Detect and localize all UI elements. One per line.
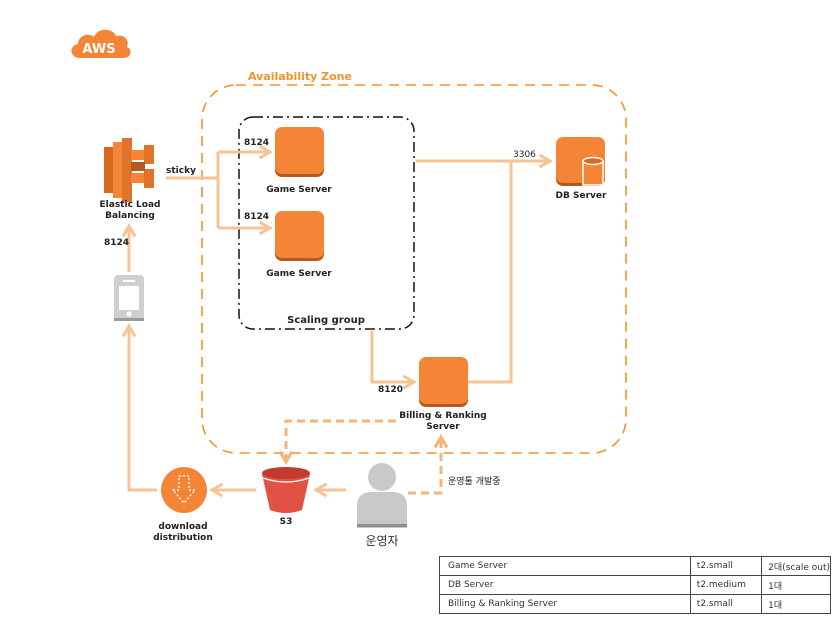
billing-label-line1: Billing & Ranking xyxy=(399,411,487,421)
game-server-2-label: Game Server xyxy=(266,269,332,279)
db-server-node[interactable]: DB Server xyxy=(556,137,607,201)
edge-label-db-port: 3306 xyxy=(513,150,536,160)
phone-speaker xyxy=(123,280,135,282)
game-server-1-node[interactable]: Game Server xyxy=(266,127,332,195)
mobile-client-node[interactable] xyxy=(114,275,144,321)
scaling-group-boundary xyxy=(238,116,415,330)
download-circle xyxy=(161,467,207,513)
elb-label-line2: Balancing xyxy=(105,211,155,221)
s3-bucket-icon xyxy=(262,474,310,513)
phone-screen xyxy=(119,286,139,310)
game-server-1-label: Game Server xyxy=(266,185,332,195)
ec2-instance-icon xyxy=(275,211,324,258)
scaling-group-label: Scaling group xyxy=(287,315,365,326)
server-name-cell: Billing & Ranking Server xyxy=(439,594,691,614)
availability-zone-boundary xyxy=(201,84,627,454)
game-server-2-node[interactable]: Game Server xyxy=(266,211,332,279)
user-icon xyxy=(357,463,407,528)
edge-label-client-port: 8124 xyxy=(104,238,129,248)
s3-bucket-band xyxy=(262,477,310,483)
edge-label-gs1-port: 8124 xyxy=(244,138,269,148)
billing-ranking-server-node[interactable]: Billing & Ranking Server xyxy=(399,357,487,432)
database-icon xyxy=(582,156,604,186)
arrow-operator-to-billing-dashed xyxy=(408,433,449,495)
edge-label-billing-port: 8120 xyxy=(378,385,403,395)
elb-label-line1: Elastic Load xyxy=(100,200,161,210)
aws-logo-text: AWS xyxy=(82,42,115,57)
operator-label: 운영자 xyxy=(365,534,398,548)
s3-node[interactable]: S3 xyxy=(262,467,310,527)
instance-type-cell: t2.small xyxy=(689,556,763,576)
server-name-cell: DB Server xyxy=(439,575,691,595)
operator-node[interactable]: 운영자 xyxy=(357,463,407,548)
server-spec-table: Game Server t2.small 2대(scale out) DB Se… xyxy=(439,556,831,614)
connector-billing-to-db xyxy=(468,161,513,384)
aws-logo: AWS xyxy=(71,29,131,58)
cloud-icon xyxy=(71,29,131,58)
table-row: DB Server t2.medium 1대 xyxy=(439,575,831,595)
db-server-label: DB Server xyxy=(556,191,607,201)
server-name-cell: Game Server xyxy=(439,556,691,576)
arrow-download-to-client xyxy=(121,322,157,492)
s3-label: S3 xyxy=(280,517,293,527)
arrow-billing-to-s3-dashed xyxy=(278,419,396,466)
download-label-line1: download xyxy=(158,522,207,532)
arrow-scaling-group-to-billing xyxy=(370,331,418,390)
download-arrow-icon xyxy=(171,475,197,505)
download-label-line2: distribution xyxy=(153,533,213,543)
instance-count-cell: 1대 xyxy=(761,594,831,614)
ec2-instance-icon xyxy=(419,357,468,404)
table-row: Game Server t2.small 2대(scale out) xyxy=(439,556,831,576)
ec2-instance-icon xyxy=(275,127,324,174)
phone-base xyxy=(114,318,144,321)
instance-type-cell: t2.medium xyxy=(689,575,763,595)
edge-label-sticky: sticky xyxy=(166,166,196,176)
load-balancer-icon xyxy=(104,138,154,202)
table-row: Billing & Ranking Server t2.small 1대 xyxy=(439,594,831,614)
instance-type-cell: t2.small xyxy=(689,594,763,614)
download-distribution-node[interactable]: download distribution xyxy=(153,467,213,543)
edge-label-operator-tool: 운영툴 개발중 xyxy=(448,476,501,487)
s3-bucket-rim xyxy=(262,467,310,479)
edge-label-gs2-port: 8124 xyxy=(244,212,269,222)
availability-zone-label: Availability Zone xyxy=(248,70,352,83)
phone-home-button xyxy=(126,311,132,317)
instance-count-cell: 2대(scale out) xyxy=(761,556,831,576)
instance-count-cell: 1대 xyxy=(761,575,831,595)
elastic-load-balancing-node[interactable]: Elastic Load Balancing xyxy=(100,138,161,221)
billing-label-line2: Server xyxy=(426,422,460,432)
